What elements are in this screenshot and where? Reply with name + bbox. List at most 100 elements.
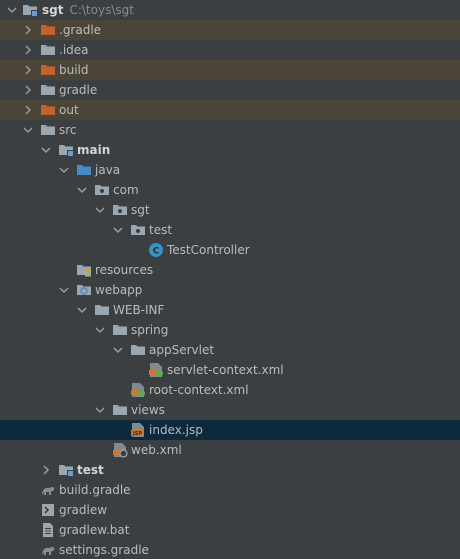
web-folder-icon — [76, 282, 92, 298]
tree-item-label: index.jsp — [149, 423, 203, 437]
text-file-icon — [40, 522, 56, 538]
folder-icon — [130, 342, 146, 358]
project-path-hint: C:\toys\sgt — [69, 3, 134, 17]
folder-icon — [40, 42, 56, 58]
tree-row-gradlew[interactable]: gradlew — [0, 500, 460, 520]
tree-row-src[interactable]: src — [0, 120, 460, 140]
tree-row-java[interactable]: java — [0, 160, 460, 180]
tree-row-test-module[interactable]: test — [0, 460, 460, 480]
chevron-down-icon[interactable] — [110, 220, 126, 240]
tree-item-label: settings.gradle — [59, 543, 149, 557]
tree-item-label: servlet-context.xml — [167, 363, 284, 377]
java-class-icon: C — [148, 242, 164, 258]
chevron-down-icon[interactable] — [92, 400, 108, 420]
svg-text:JSP: JSP — [132, 431, 142, 437]
chevron-right-icon[interactable] — [20, 20, 36, 40]
tree-item-label: WEB-INF — [113, 303, 165, 317]
svg-text:C: C — [153, 247, 160, 257]
tree-item-label: .gradle — [59, 23, 102, 37]
tree-row-sgt-root[interactable]: sgt C:\toys\sgt — [0, 0, 460, 20]
tree-row-gradle[interactable]: gradle — [0, 80, 460, 100]
tree-row-settings-gradle[interactable]: settings.gradle — [0, 540, 460, 559]
package-icon — [94, 182, 110, 198]
tree-row-root-context-xml[interactable]: root-context.xml — [0, 380, 460, 400]
chevron-right-icon[interactable] — [20, 60, 36, 80]
source-root-icon — [76, 162, 92, 178]
tree-item-label: TestController — [167, 243, 250, 257]
chevron-down-icon[interactable] — [56, 160, 72, 180]
tree-item-label: root-context.xml — [149, 383, 249, 397]
spring-xml-icon — [130, 382, 146, 398]
tree-item-label: .idea — [59, 43, 89, 57]
module-folder-icon — [22, 2, 38, 18]
folder-icon — [112, 402, 128, 418]
tree-item-label: views — [131, 403, 165, 417]
spring-xml-icon — [148, 362, 164, 378]
chevron-down-icon[interactable] — [92, 200, 108, 220]
tree-item-label: build — [59, 63, 89, 77]
tree-item-label: com — [113, 183, 139, 197]
tree-row-build[interactable]: build — [0, 60, 460, 80]
folder-icon — [112, 322, 128, 338]
chevron-right-icon[interactable] — [20, 40, 36, 60]
tree-row-build-gradle[interactable]: build.gradle — [0, 480, 460, 500]
chevron-down-icon[interactable] — [92, 320, 108, 340]
tree-item-label: build.gradle — [59, 483, 131, 497]
chevron-down-icon[interactable] — [56, 280, 72, 300]
chevron-down-icon[interactable] — [38, 140, 54, 160]
web-xml-icon — [112, 442, 128, 458]
tree-row-idea[interactable]: .idea — [0, 40, 460, 60]
chevron-down-icon[interactable] — [74, 180, 90, 200]
chevron-right-icon[interactable] — [38, 460, 54, 480]
tree-row-appservlet[interactable]: appServlet — [0, 340, 460, 360]
tree-row-resources[interactable]: resources — [0, 260, 460, 280]
chevron-down-icon[interactable] — [74, 300, 90, 320]
folder-icon — [40, 82, 56, 98]
tree-item-label: java — [95, 163, 121, 177]
module-folder-icon — [58, 142, 74, 158]
excluded-folder-icon — [40, 62, 56, 78]
tree-item-label: out — [59, 103, 79, 117]
tree-item-label: test — [77, 463, 104, 477]
tree-row-spring[interactable]: spring — [0, 320, 460, 340]
tree-item-label: gradle — [59, 83, 98, 97]
tree-item-label: gradlew — [59, 503, 108, 517]
folder-icon — [94, 302, 110, 318]
tree-item-label: webapp — [95, 283, 143, 297]
tree-item-label: sgt — [42, 3, 64, 17]
tree-item-label: resources — [95, 263, 154, 277]
excluded-folder-icon — [40, 22, 56, 38]
tree-row-gradlew-bat[interactable]: gradlew.bat — [0, 520, 460, 540]
gradle-icon — [40, 482, 56, 498]
chevron-right-icon[interactable] — [20, 80, 36, 100]
tree-row-sgt-package[interactable]: sgt — [0, 200, 460, 220]
chevron-down-icon[interactable] — [20, 120, 36, 140]
tree-row-webapp[interactable]: webapp — [0, 280, 460, 300]
tree-row-main[interactable]: main — [0, 140, 460, 160]
tree-row-com[interactable]: com — [0, 180, 460, 200]
tree-item-label: web.xml — [131, 443, 182, 457]
chevron-down-icon[interactable] — [110, 340, 126, 360]
tree-item-label: test — [149, 223, 173, 237]
chevron-down-icon[interactable] — [4, 0, 20, 20]
tree-row-testcontroller[interactable]: C TestController — [0, 240, 460, 260]
tree-item-label: gradlew.bat — [59, 523, 130, 537]
tree-row-index-jsp[interactable]: JSP index.jsp — [0, 420, 460, 440]
tree-item-label: sgt — [131, 203, 150, 217]
resources-folder-icon — [76, 262, 92, 278]
chevron-right-icon[interactable] — [20, 100, 36, 120]
tree-row-gradle-hidden[interactable]: .gradle — [0, 20, 460, 40]
tree-row-out[interactable]: out — [0, 100, 460, 120]
tree-row-views[interactable]: views — [0, 400, 460, 420]
folder-icon — [40, 122, 56, 138]
terminal-file-icon — [40, 502, 56, 518]
tree-row-web-xml[interactable]: web.xml — [0, 440, 460, 460]
tree-item-label: src — [59, 123, 77, 137]
tree-item-label: spring — [131, 323, 169, 337]
tree-row-test-package[interactable]: test — [0, 220, 460, 240]
tree-row-servlet-context-xml[interactable]: servlet-context.xml — [0, 360, 460, 380]
gradle-icon — [40, 542, 56, 558]
tree-row-web-inf[interactable]: WEB-INF — [0, 300, 460, 320]
jsp-file-icon: JSP — [130, 422, 146, 438]
